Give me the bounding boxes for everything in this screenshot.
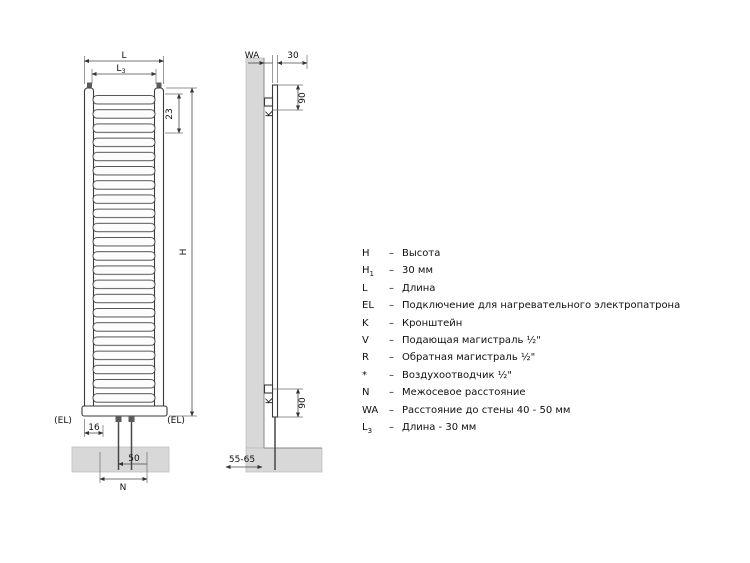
bracket-bottom bbox=[263, 384, 274, 394]
legend-item: V –Подающая магистраль ½" bbox=[362, 334, 680, 351]
radiator-side-profile bbox=[271, 84, 279, 418]
legend-desc: Высота bbox=[402, 248, 441, 259]
legend-dash: – bbox=[389, 369, 394, 381]
legend-item: WA–Расстояние до стены 40 - 50 мм bbox=[362, 404, 680, 421]
legend-item: * –Воздухоотводчик ½" bbox=[362, 369, 680, 386]
wall bbox=[245, 57, 265, 449]
legend-symbol: H bbox=[362, 248, 370, 259]
legend-dash: – bbox=[389, 352, 394, 364]
legend-dash: – bbox=[389, 335, 394, 347]
legend-dash: – bbox=[389, 248, 394, 259]
dimension-L3: L3 bbox=[91, 64, 157, 84]
legend-dash: – bbox=[389, 282, 394, 294]
legend-desc: Межосевое расстояние bbox=[402, 387, 526, 399]
legend-symbol: N bbox=[362, 387, 370, 399]
front-view: L L3 23 H (EL) (EL) bbox=[54, 51, 197, 493]
legend-symbol: EL bbox=[362, 300, 374, 312]
legend-desc: Расстояние до стены 40 - 50 мм bbox=[402, 404, 571, 416]
legend-item: H –Высота bbox=[362, 247, 680, 264]
legend-item: N –Межосевое расстояние bbox=[362, 386, 680, 403]
legend-symbol: L bbox=[362, 282, 368, 294]
legend-desc: 30 мм bbox=[402, 265, 433, 277]
dim-label-55-65: 55-65 bbox=[229, 455, 255, 465]
dimension-L: L bbox=[83, 51, 165, 84]
bracket-label-bottom: K bbox=[265, 397, 275, 404]
legend-symbol: K bbox=[362, 317, 369, 329]
legend-symbol: WA bbox=[362, 404, 379, 416]
dimension-16: 16 bbox=[83, 419, 104, 437]
legend-desc: Длина bbox=[402, 282, 436, 294]
dimension-H: H bbox=[166, 87, 197, 417]
legend-dash: – bbox=[389, 317, 394, 329]
dim-label-l3: L3 bbox=[116, 64, 125, 75]
dimension-N: N bbox=[99, 452, 148, 493]
dim-label-50: 50 bbox=[128, 454, 140, 464]
legend-dash: – bbox=[389, 422, 394, 434]
bottom-collector bbox=[81, 405, 168, 417]
dim-label-16: 16 bbox=[88, 423, 100, 433]
legend: H–Высота H1–30 мм L–Длина EL–Подключение… bbox=[362, 247, 680, 438]
legend-symbol: L3 bbox=[362, 422, 373, 436]
dim-label-wa: WA bbox=[245, 51, 260, 61]
radiator-tubes bbox=[92, 94, 156, 406]
bracket-top bbox=[263, 97, 274, 107]
legend-desc: Кронштейн bbox=[402, 317, 463, 329]
dim-label-height: H bbox=[179, 249, 189, 256]
floor-front bbox=[71, 446, 170, 473]
dimension-55-65: 55-65 bbox=[225, 455, 263, 470]
legend-desc: Воздухоотводчик ½" bbox=[402, 369, 512, 381]
dim-label-23: 23 bbox=[165, 108, 175, 119]
legend-symbol: H1 bbox=[362, 265, 374, 279]
legend-desc: Обратная магистраль ½" bbox=[402, 352, 536, 364]
legend-item: L3 –Длина - 30 мм bbox=[362, 421, 680, 438]
legend-symbol: R bbox=[362, 352, 369, 364]
dimension-90-top: 90 bbox=[273, 84, 308, 111]
dim-label-90-top: 90 bbox=[298, 92, 308, 104]
legend-dash: – bbox=[389, 404, 394, 416]
dimension-30: 30 bbox=[276, 51, 308, 83]
legend-dash: – bbox=[389, 265, 394, 277]
legend-desc: Длина - 30 мм bbox=[402, 422, 477, 434]
legend-item: EL –Подключение для нагревательного элект… bbox=[362, 299, 680, 316]
air-vent-left bbox=[87, 82, 92, 88]
el-label-left: (EL) bbox=[54, 416, 72, 426]
el-label-right: (EL) bbox=[167, 416, 185, 426]
legend-item: R –Обратная магистраль ½" bbox=[362, 351, 680, 368]
legend-desc: Подающая магистраль ½" bbox=[402, 335, 541, 347]
air-vent-right bbox=[156, 82, 162, 88]
dimension-WA: WA bbox=[245, 51, 273, 83]
legend-dash: – bbox=[389, 387, 394, 399]
legend-item: L –Длина bbox=[362, 282, 680, 299]
floor-side bbox=[245, 447, 323, 473]
dim-label-length: L bbox=[121, 51, 126, 61]
side-view: K K WA 30 90 90 bbox=[225, 51, 323, 473]
legend-dash: – bbox=[389, 300, 394, 312]
dim-label-n: N bbox=[120, 483, 127, 493]
bracket-label-top: K bbox=[265, 110, 275, 117]
legend-symbol: * bbox=[362, 369, 367, 381]
dim-label-30: 30 bbox=[287, 51, 299, 61]
dim-label-90-bottom: 90 bbox=[298, 397, 308, 409]
legend-item: K –Кронштейн bbox=[362, 317, 680, 334]
connection-stub-left bbox=[115, 416, 122, 422]
dimension-23: 23 bbox=[165, 93, 183, 134]
dimension-90-bottom: 90 bbox=[273, 388, 308, 418]
legend-symbol: V bbox=[362, 335, 369, 347]
legend-item: H1 –30 мм bbox=[362, 264, 680, 281]
connection-stub-right bbox=[128, 416, 135, 422]
legend-desc: Подключение для нагревательного электроп… bbox=[402, 300, 681, 312]
